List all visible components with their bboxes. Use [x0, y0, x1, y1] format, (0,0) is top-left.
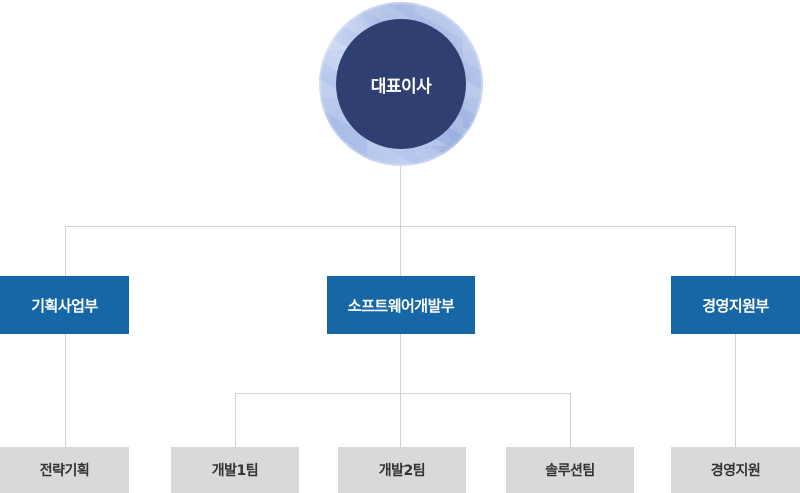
connector-team-solution: [570, 393, 571, 447]
connector-dept-3: [735, 226, 736, 276]
connector-team-dev1: [235, 393, 236, 447]
connector-dept-1-team: [65, 334, 66, 447]
team-solution: 솔루션팀: [506, 447, 634, 493]
connector-team-dev2: [400, 393, 401, 447]
team-management-support: 경영지원: [671, 447, 800, 493]
connector-team-horizontal: [235, 393, 571, 394]
dept-planning-business: 기획사업부: [0, 276, 129, 334]
team-development-1: 개발1팀: [171, 447, 299, 493]
team-development-2: 개발2팀: [338, 447, 466, 493]
connector-ceo-down: [400, 166, 401, 226]
team-strategic-planning: 전략기획: [0, 447, 129, 493]
connector-dept-1: [65, 226, 66, 276]
dept-management-support: 경영지원부: [671, 276, 800, 334]
dept-software-development: 소프트웨어개발부: [327, 276, 475, 334]
ceo-label: 대표이사: [336, 19, 466, 149]
connector-dept-2-down: [400, 334, 401, 393]
ceo-node: 대표이사: [319, 2, 483, 166]
connector-dept-2: [400, 226, 401, 276]
connector-dept-3-team: [735, 334, 736, 447]
